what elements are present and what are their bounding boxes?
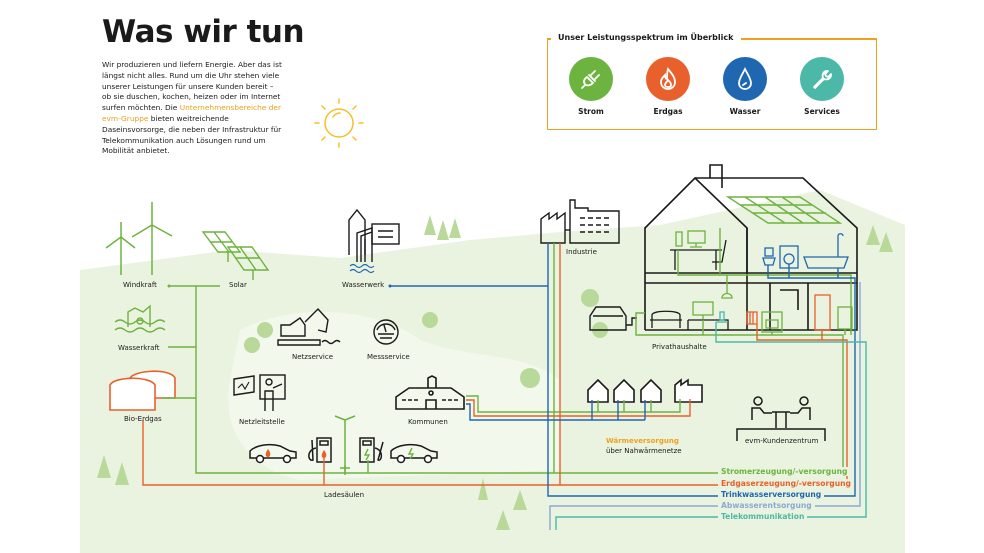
gas-network-lines (142, 243, 848, 486)
meter-icon (373, 319, 399, 345)
label-netzleitstelle: Netzleitstelle (239, 418, 285, 426)
computer-icon (675, 230, 706, 248)
intro-part1: Wir produzieren und liefern Energie. Abe… (102, 60, 282, 113)
label-netzservice: Netzservice (292, 353, 334, 361)
service-services[interactable]: Services (792, 57, 852, 116)
wind-turbine-icon (105, 202, 173, 275)
trees (97, 215, 893, 530)
legend-erdgas: Erdgaserzeugung/-versorgung (718, 479, 854, 488)
legend-abwasser: Abwasserentsorgung (718, 501, 815, 510)
service-wasser[interactable]: Wasser (715, 57, 775, 116)
label-ladesaeulen: Ladesäulen (324, 491, 365, 499)
service-strom[interactable]: Strom (561, 57, 621, 116)
charging-station-icon (359, 437, 384, 463)
label-wasserwerk: Wasserwerk (342, 281, 385, 289)
heater-icon (746, 311, 758, 325)
label-wasserkraft: Wasserkraft (118, 344, 160, 352)
house-icon (644, 164, 858, 331)
tv-icon (692, 301, 714, 319)
label-kommunen: Kommunen (408, 418, 448, 426)
wrench-icon (800, 57, 844, 101)
factory-icon (540, 199, 620, 244)
landscape-highlight (228, 311, 560, 480)
district-heating-houses-icon (587, 378, 703, 403)
water-drop-icon (723, 57, 767, 101)
telecom-network-lines (555, 322, 867, 530)
waterworks-icon (348, 208, 400, 262)
overview-panel (547, 38, 877, 130)
panel-border (547, 38, 551, 40)
page-title: Was wir tun (102, 14, 305, 50)
label-waerme: Wärmeversorgung (606, 437, 679, 445)
water-waves-icon (349, 263, 375, 274)
overview-title: Unser Leistungsspektrum im Überblick (558, 33, 734, 42)
intro-part2: bieten weitreichende Daseinsvorsorge, di… (102, 113, 282, 156)
router-icon (716, 311, 728, 323)
service-erdgas[interactable]: Erdgas (638, 57, 698, 116)
legend-telekom: Telekommunikation (718, 512, 808, 521)
biogas-tank-icon (109, 370, 176, 411)
legend-strom: Stromerzeugung/-versorgung (718, 467, 851, 476)
power-network-lines (162, 228, 852, 474)
flame-icon (265, 449, 271, 457)
street-lamp-icon (334, 415, 356, 475)
control-center-icon (233, 374, 286, 411)
legend-trinkwasser: Trinkwasserversorgung (718, 490, 825, 499)
label-waerme-sub: über Nahwärmenetze (606, 447, 682, 455)
electric-car-icon (589, 306, 637, 331)
intro-highlight-link[interactable]: Unternehmensbereiche der evm-Gruppe (102, 103, 281, 123)
label-industrie: Industrie (566, 248, 597, 256)
customer-center-icon (736, 396, 826, 441)
wastewater-network-lines (549, 282, 861, 530)
desk-icon (670, 239, 727, 270)
lamp-icon (721, 283, 733, 299)
lightning-icon (363, 448, 371, 461)
drinking-water-network-lines (390, 243, 856, 497)
town-hall-icon (395, 375, 465, 410)
sofa-icon (650, 310, 682, 328)
service-label: Services (804, 107, 840, 116)
sun-icon (314, 98, 364, 148)
label-bio-erdgas: Bio-Erdgas (124, 415, 162, 423)
electric-vehicle-icon (390, 443, 438, 464)
roof-solar-icon (725, 196, 843, 224)
hydropower-icon (114, 304, 166, 333)
label-kundenzentrum: evm-Kundenzentrum (745, 437, 819, 445)
label-messservice: Messservice (367, 353, 410, 361)
service-label: Strom (578, 107, 604, 116)
lowboard-icon (687, 319, 729, 330)
flame-icon (646, 57, 690, 101)
label-privathaushalte: Privathaushalte (652, 343, 707, 351)
lightning-icon (407, 447, 415, 460)
solar-panel-icon (201, 231, 270, 280)
service-label: Wasser (729, 107, 761, 116)
intro-text: Wir produzieren und liefern Energie. Abe… (102, 60, 282, 157)
label-solar: Solar (229, 281, 247, 289)
gas-car-icon (249, 443, 297, 464)
plug-icon (569, 57, 613, 101)
panel-border (741, 38, 877, 40)
label-windkraft: Windkraft (123, 281, 157, 289)
excavator-icon (277, 307, 341, 346)
flame-icon (321, 450, 327, 458)
service-label: Erdgas (653, 107, 683, 116)
